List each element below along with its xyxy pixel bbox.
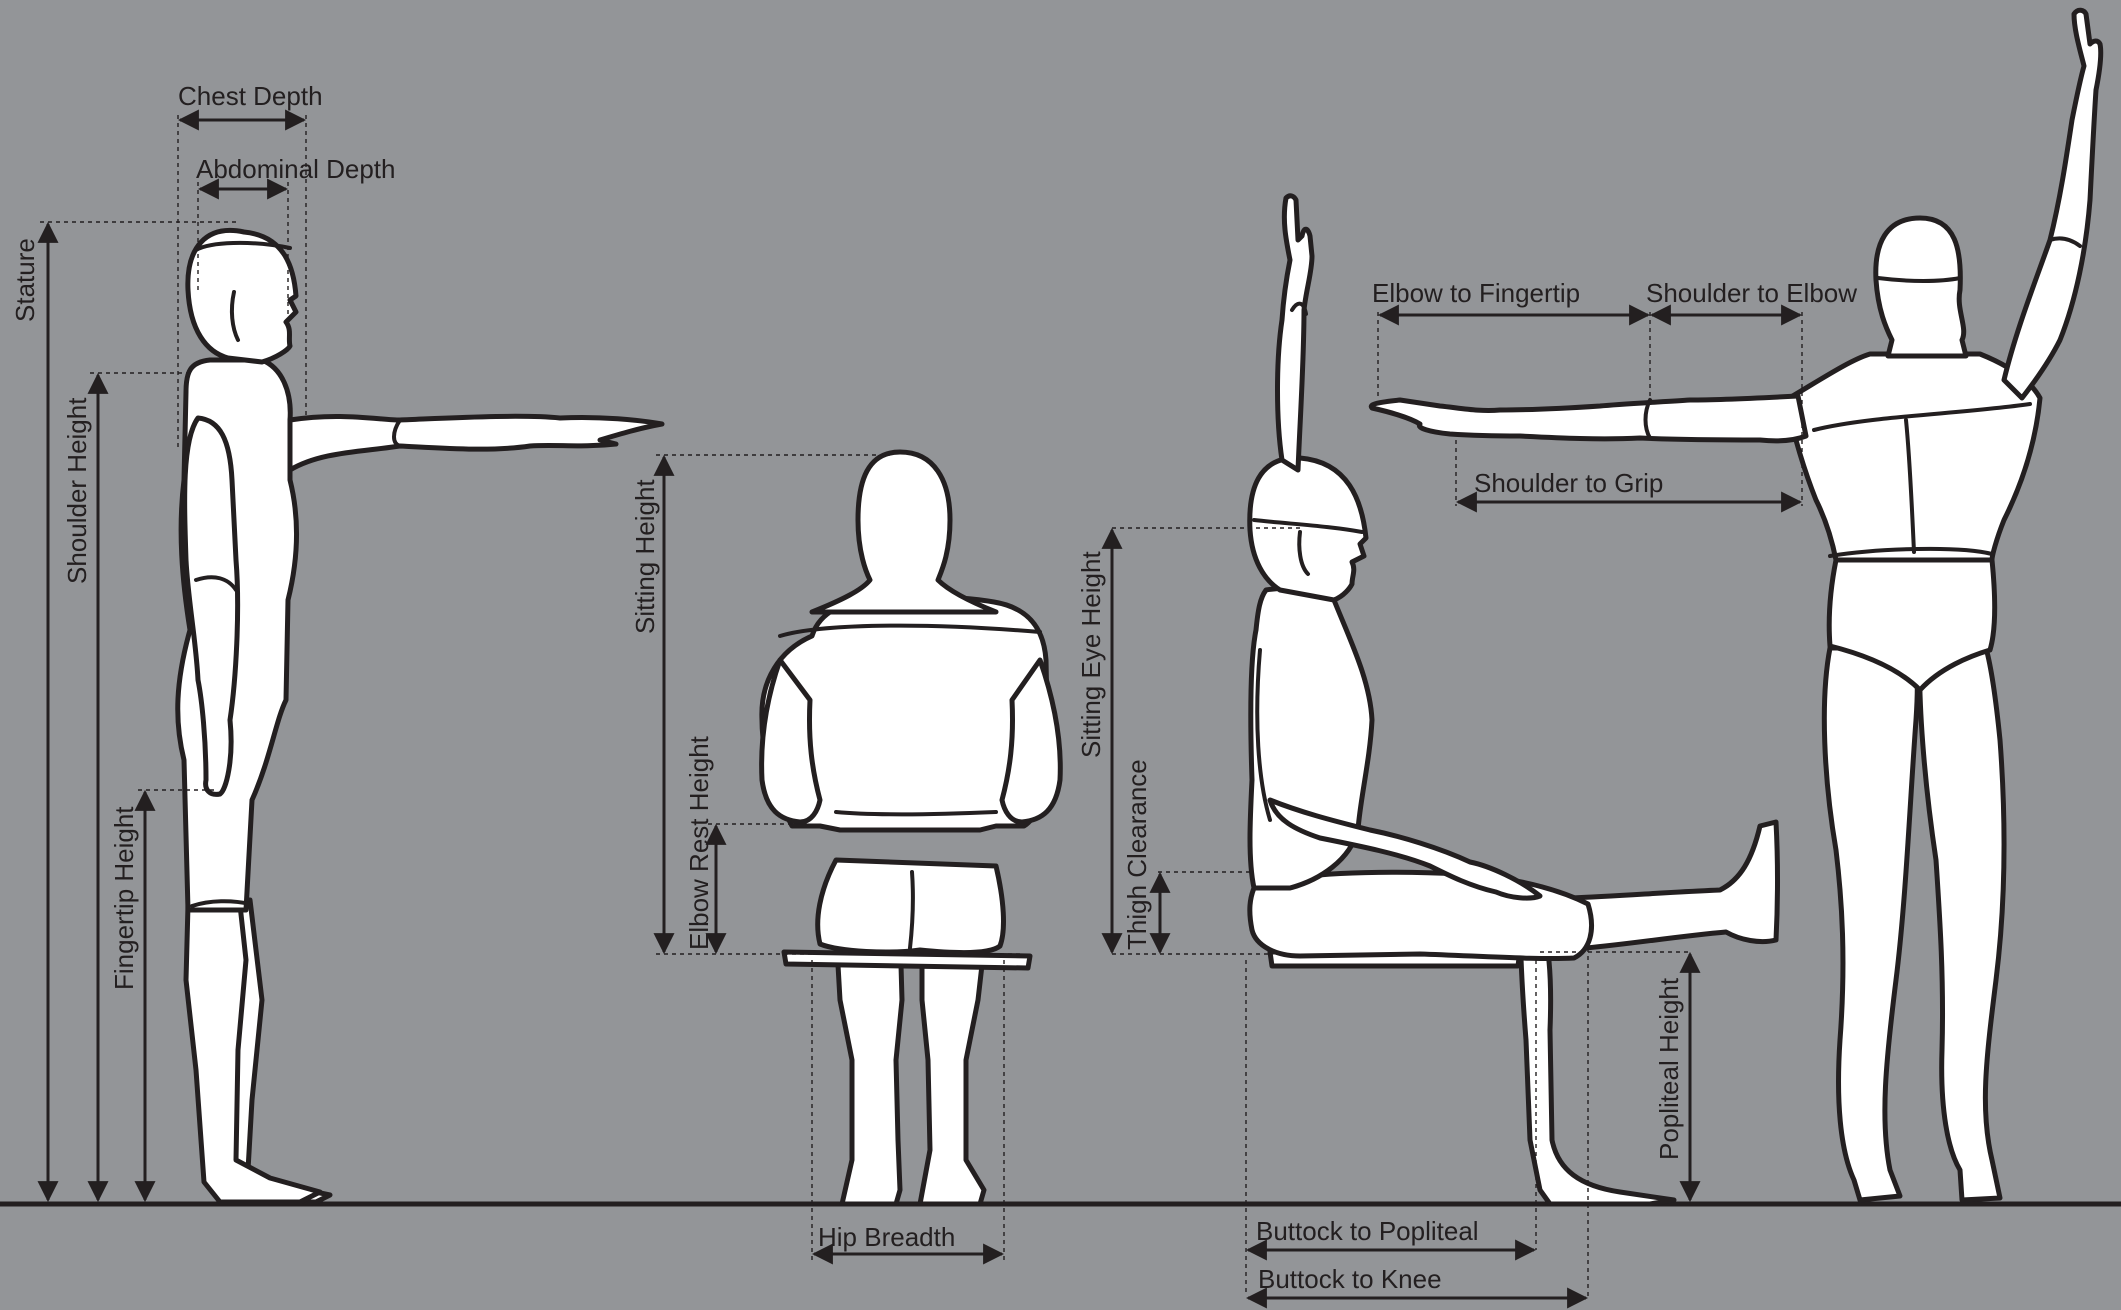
standing-figure-front-view [1371, 10, 2101, 1200]
label-stature: Stature [10, 238, 40, 322]
label-sitting-eye-height: Sitting Eye Height [1076, 551, 1106, 758]
standing-figure-side-view [178, 230, 662, 1202]
seated-figure-rear-view [762, 452, 1061, 1204]
label-shoulder-to-grip: Shoulder to Grip [1474, 468, 1663, 498]
label-buttock-to-popliteal: Buttock to Popliteal [1256, 1216, 1479, 1246]
label-fingertip-height: Fingertip Height [109, 806, 139, 990]
label-hip-breadth: Hip Breadth [818, 1222, 955, 1252]
label-chest-depth: Chest Depth [178, 81, 323, 111]
label-abdominal-depth: Abdominal Depth [196, 154, 395, 184]
label-buttock-to-knee: Buttock to Knee [1258, 1264, 1442, 1294]
label-popliteal-height: Popliteal Height [1654, 977, 1684, 1160]
label-elbow-rest-height: Elbow Rest Height [684, 735, 714, 950]
label-sitting-height: Sitting Height [630, 479, 660, 634]
seated-figure-side-view [1250, 196, 1778, 1204]
label-thigh-clearance: Thigh Clearance [1122, 759, 1152, 950]
label-shoulder-to-elbow: Shoulder to Elbow [1646, 278, 1857, 308]
label-shoulder-height: Shoulder Height [62, 397, 92, 584]
label-elbow-to-fingertip: Elbow to Fingertip [1372, 278, 1580, 308]
